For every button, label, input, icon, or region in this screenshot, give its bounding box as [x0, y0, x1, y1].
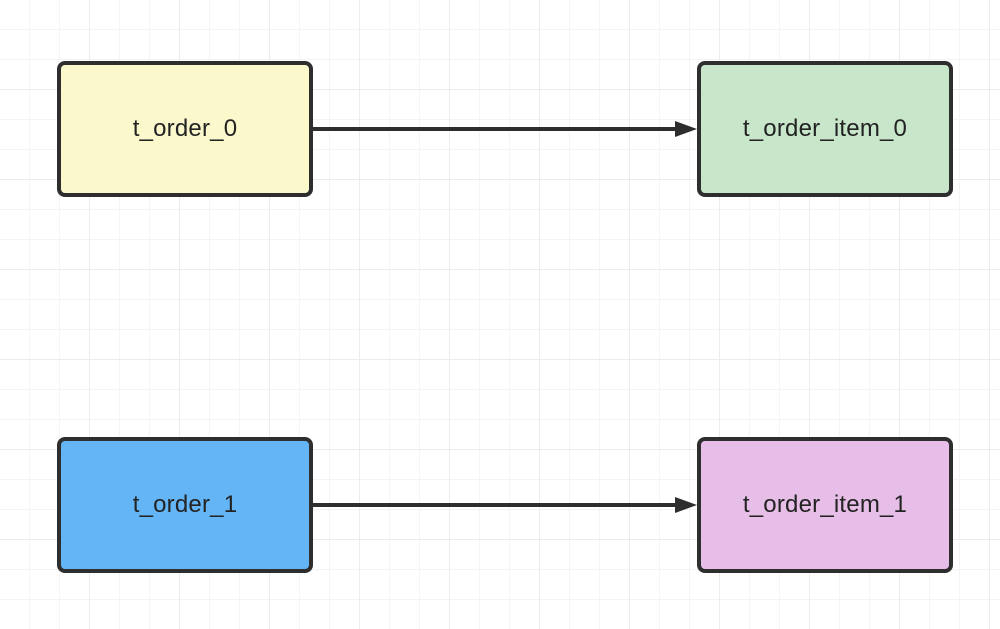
- node-label: t_order_item_1: [742, 491, 908, 518]
- node-label: t_order_item_0: [742, 115, 908, 142]
- node-t-order-0[interactable]: t_order_0: [57, 61, 313, 197]
- arrowhead-icon: [675, 497, 697, 513]
- edge-order1-to-orderitem1[interactable]: [300, 486, 710, 526]
- edge-order0-to-orderitem0[interactable]: [300, 110, 710, 150]
- node-t-order-item-1[interactable]: t_order_item_1: [697, 437, 953, 573]
- arrowhead-icon: [675, 121, 697, 137]
- node-t-order-item-0[interactable]: t_order_item_0: [697, 61, 953, 197]
- node-t-order-1[interactable]: t_order_1: [57, 437, 313, 573]
- node-label: t_order_1: [132, 491, 238, 518]
- node-label: t_order_0: [132, 115, 238, 142]
